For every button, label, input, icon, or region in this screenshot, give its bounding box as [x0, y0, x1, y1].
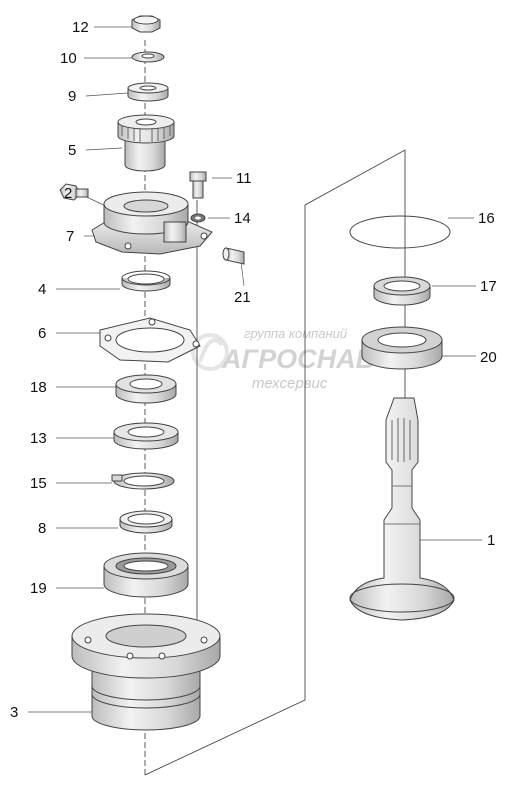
callout-10: 10	[60, 50, 77, 67]
part-14-washer	[190, 213, 206, 223]
callout-6: 6	[38, 325, 46, 342]
part-17-seal	[373, 276, 431, 306]
callout-14: 14	[234, 210, 251, 227]
callout-16: 16	[478, 210, 495, 227]
callout-8: 8	[38, 520, 46, 537]
callout-9: 9	[68, 88, 76, 105]
callout-17: 17	[480, 278, 497, 295]
callout-11: 11	[236, 170, 252, 187]
leader-lines	[28, 26, 482, 713]
callout-1: 1	[487, 532, 495, 549]
callout-15: 15	[30, 475, 47, 492]
part-16-o-ring	[349, 215, 451, 249]
part-3-flange-housing	[71, 613, 221, 731]
part-2-fitting	[59, 183, 89, 201]
part-11-bolt	[189, 171, 207, 199]
part-9-spacer	[127, 82, 169, 102]
part-1-shaft	[349, 397, 455, 621]
part-10-washer	[131, 51, 165, 63]
part-6-gasket	[99, 317, 201, 363]
callout-4: 4	[38, 281, 46, 298]
callout-5: 5	[68, 142, 76, 159]
callout-3: 3	[10, 704, 18, 721]
watermark-line1: группа компаний	[244, 326, 347, 341]
part-7-housing	[91, 191, 213, 255]
part-4-ring	[121, 270, 171, 292]
callout-7: 7	[66, 228, 74, 245]
callout-2: 2	[64, 185, 72, 202]
callout-labels: 12 10 9 5 2 7 11 14 16 4 21 17 6 20 18 1…	[10, 19, 497, 721]
callout-12: 12	[72, 19, 89, 36]
part-12-nut	[131, 15, 161, 33]
part-19-bearing	[103, 552, 189, 598]
part-15-lock-washer	[111, 472, 175, 490]
callout-20: 20	[480, 349, 497, 366]
part-21-plug	[222, 247, 245, 265]
watermark: группа компаний АГРОСНАБ техсервис	[191, 326, 375, 392]
watermark-line3: техсервис	[252, 375, 328, 392]
watermark-logo-icon	[191, 333, 229, 371]
callout-21: 21	[234, 289, 251, 306]
watermark-line2: АГРОСНАБ	[221, 344, 375, 374]
part-13-nut	[113, 422, 179, 450]
part-20-bearing	[361, 326, 443, 370]
callout-13: 13	[30, 430, 47, 447]
part-18-bearing	[115, 374, 177, 404]
callout-18: 18	[30, 379, 47, 396]
part-5-gear	[117, 114, 175, 172]
callout-19: 19	[30, 580, 47, 597]
part-8-ring	[119, 510, 173, 534]
